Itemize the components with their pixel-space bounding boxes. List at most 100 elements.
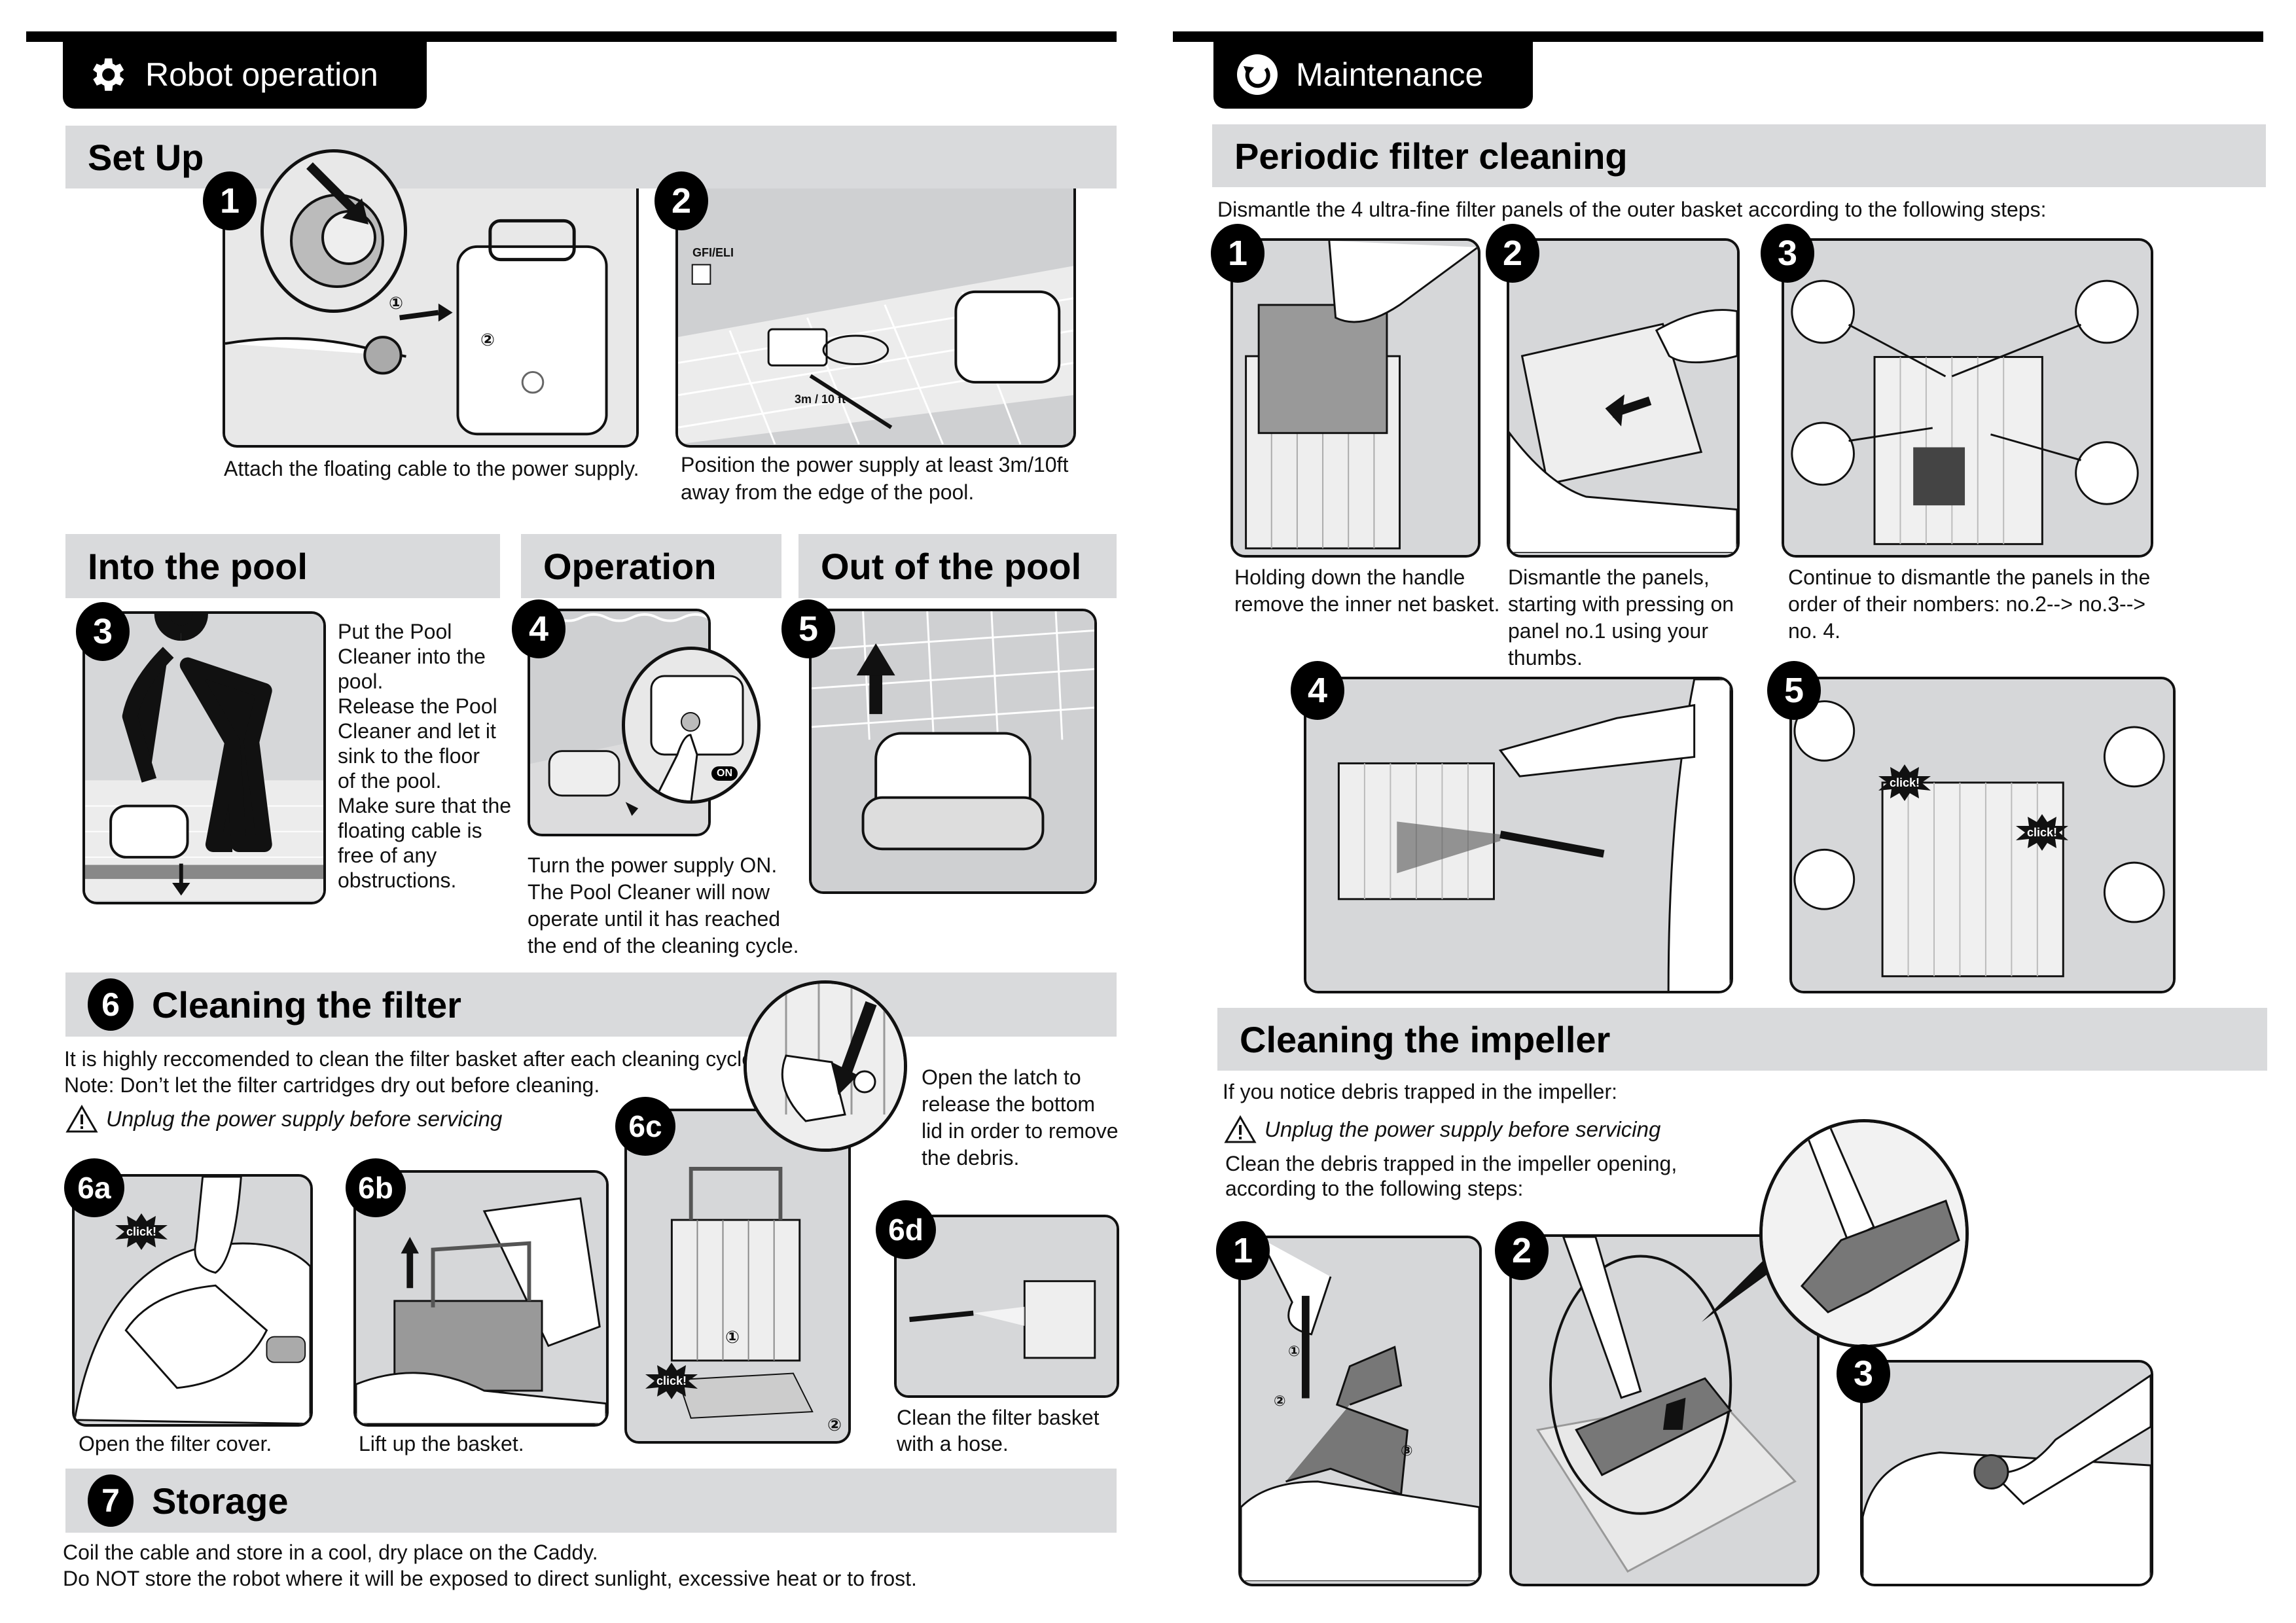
power-button-callout: ON <box>622 647 761 804</box>
impeller-callout <box>1759 1119 1969 1348</box>
gear-icon <box>85 53 128 96</box>
setup-step2-caption-2: away from the edge of the pool. <box>681 480 975 504</box>
periodic-step2-line: starting with pressing on <box>1508 592 1734 616</box>
step3-line: Make sure that the <box>338 794 512 817</box>
step6a-badge: 6a <box>64 1158 124 1217</box>
impeller-instr-2: according to the following steps: <box>1225 1177 1524 1200</box>
marker-2: ② <box>480 330 495 349</box>
periodic-step2-line: Dismantle the panels, <box>1508 565 1710 589</box>
periodic-step2-panel <box>1507 238 1740 558</box>
into-pool-header: Into the pool <box>65 534 500 598</box>
on-label: ON <box>711 766 738 781</box>
impeller-instr-1: Clean the debris trapped in the impeller… <box>1225 1152 1677 1175</box>
step6d-caption-2: with a hose. <box>897 1432 1009 1455</box>
impeller-step2-panel <box>1509 1234 1820 1586</box>
step3-line: Put the Pool <box>338 620 452 643</box>
periodic-step3-line: order of their nombers: no.2--> no.3--> <box>1788 592 2146 616</box>
periodic-step5-badge: 5 <box>1767 661 1821 720</box>
step5-badge: 5 <box>781 599 835 658</box>
robot-operation-tab: Robot operation <box>63 41 427 109</box>
person-placing-robot-illustration <box>85 614 323 901</box>
storage-line-2: Do NOT store the robot where it will be … <box>63 1567 917 1590</box>
lift-basket-illustration <box>356 1173 606 1424</box>
step6c-panel: click! ① ② <box>624 1109 851 1444</box>
storage-header: 7 Storage <box>65 1469 1117 1533</box>
filter-intro-2: Note: Don’t let the filter cartridges dr… <box>64 1073 600 1097</box>
impeller-intro: If you notice debris trapped in the impe… <box>1223 1080 1617 1103</box>
step3-line: sink to the floor <box>338 744 480 768</box>
setup-step1-panel: ① ② <box>223 188 639 448</box>
step6a-caption: Open the filter cover. <box>79 1432 272 1455</box>
gfi-eli-label: GFI/ELI <box>692 246 734 259</box>
setup-step2-panel: GFI/ELI 3m / 10 ft <box>675 188 1076 448</box>
click-label: click! <box>656 1374 687 1387</box>
step6c-line: lid in order to remove <box>922 1119 1119 1143</box>
step4-text: Turn the power supply ON. The Pool Clean… <box>528 852 799 959</box>
periodic-header: Periodic filter cleaning <box>1212 124 2266 187</box>
warning-icon <box>65 1105 98 1133</box>
periodic-step2-text: Dismantle the panels, starting with pres… <box>1508 564 1734 671</box>
dismantle-panels-illustration <box>1784 241 2151 555</box>
periodic-step3-badge: 3 <box>1761 224 1814 283</box>
periodic-step1-panel <box>1230 238 1480 558</box>
clean-impeller-illustration <box>1863 1363 2151 1584</box>
out-of-pool-header: Out of the pool <box>798 534 1117 598</box>
step6c-line: Open the latch to <box>922 1065 1081 1089</box>
step6b-caption: Lift up the basket. <box>359 1432 524 1455</box>
right-top-rule <box>1173 31 2263 42</box>
impeller-header: Cleaning the impeller <box>1217 1008 2267 1071</box>
step3-line: floating cable is <box>338 819 482 842</box>
latch-callout <box>744 980 907 1152</box>
setup-step2-caption-1: Position the power supply at least 3m/10… <box>681 453 1069 476</box>
marker-2: ② <box>827 1415 842 1435</box>
step3-line: Cleaner into the <box>338 645 486 668</box>
left-top-rule <box>26 31 1117 42</box>
periodic-step4-panel <box>1304 677 1733 993</box>
tab-title: Robot operation <box>145 56 378 93</box>
operation-title: Operation <box>543 545 717 587</box>
out-of-pool-title: Out of the pool <box>821 545 1082 587</box>
periodic-intro: Dismantle the 4 ultra-fine filter panels… <box>1217 198 2047 221</box>
periodic-step1-badge: 1 <box>1211 224 1265 283</box>
reassemble-panels-illustration <box>1792 679 2173 991</box>
section7-badge: 7 <box>88 1474 134 1527</box>
step4-line: Turn the power supply ON. <box>528 853 778 877</box>
open-filter-cover-illustration <box>75 1177 310 1424</box>
marker-1: ① <box>389 293 404 313</box>
setup-step1-caption: Attach the floating cable to the power s… <box>224 457 639 480</box>
step6c-badge: 6c <box>615 1097 675 1156</box>
impeller-step1-panel: ① ② ③ <box>1238 1236 1482 1586</box>
press-panel-illustration <box>1509 241 1737 554</box>
step4-line: The Pool Cleaner will now <box>528 880 770 904</box>
remove-impeller-cover-illustration <box>1241 1238 1479 1582</box>
hose-basket-illustration <box>897 1217 1117 1395</box>
step6b-panel <box>353 1170 609 1427</box>
click-burst-icon: click! <box>2015 814 2070 851</box>
cleaning-filter-title: Cleaning the filter <box>152 984 461 1026</box>
step6a-panel: click! <box>72 1174 313 1427</box>
periodic-step5-panel: click! click! <box>1789 677 2176 993</box>
impeller-step3-badge: 3 <box>1837 1344 1890 1403</box>
step6c-text: Open the latch to release the bottom lid… <box>922 1064 1119 1171</box>
periodic-step3-panel <box>1782 238 2153 558</box>
periodic-step2-line: thumbs. <box>1508 646 1583 669</box>
impeller-warning-text: Unplug the power supply before servicing <box>1265 1117 1661 1141</box>
marker-1: ① <box>1288 1343 1300 1359</box>
impeller-title: Cleaning the impeller <box>1240 1018 1611 1060</box>
step6c-line: release the bottom <box>922 1092 1096 1116</box>
periodic-step4-badge: 4 <box>1291 661 1344 720</box>
step3-line: free of any <box>338 844 437 867</box>
step6d-badge: 6d <box>876 1200 936 1259</box>
click-label: click! <box>2026 825 2058 839</box>
periodic-step3-line: Continue to dismantle the panels in the <box>1788 565 2151 589</box>
operation-header: Operation <box>521 534 781 598</box>
step3-line: pool. <box>338 669 384 693</box>
impeller-warning: Unplug the power supply before servicing <box>1224 1115 1660 1144</box>
impeller-step1-badge: 1 <box>1216 1221 1270 1280</box>
step4-line: operate until it has reached <box>528 907 781 931</box>
step3-line: Release the Pool <box>338 694 497 718</box>
step4-badge: 4 <box>512 599 565 658</box>
filter-intro-1: It is highly reccomended to clean the fi… <box>64 1047 759 1071</box>
periodic-step1-line: remove the inner net basket. <box>1234 592 1500 616</box>
marker-3: ③ <box>1401 1442 1413 1459</box>
